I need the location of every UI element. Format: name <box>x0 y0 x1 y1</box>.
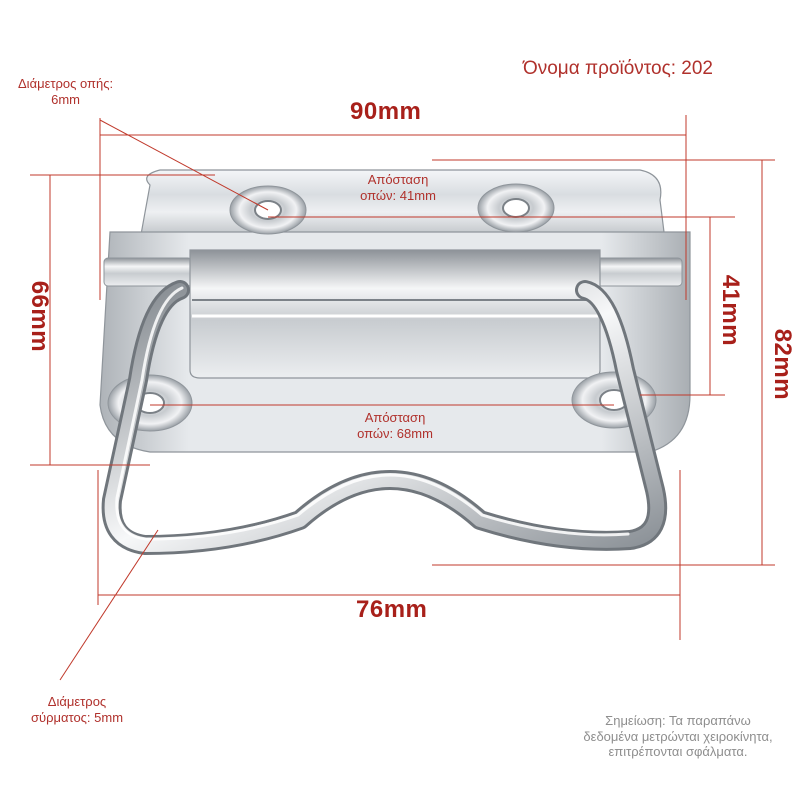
top-hole-spacing-label: Απόσταση οπών: 41mm <box>348 172 448 203</box>
overall-width-label: 90mm <box>350 98 422 125</box>
bottom-hole-spacing-line1: Απόσταση <box>364 410 426 425</box>
hole-diameter-label: Διάμετρος οπής: 6mm <box>18 76 113 107</box>
handle-width-label: 76mm <box>356 596 428 623</box>
wire-handle-shine <box>115 286 630 541</box>
measurement-note: Σημείωση: Τα παραπάνω δεδομένα μετρώνται… <box>573 713 783 760</box>
bottom-hole-spacing-line2: οπών: 68mm <box>357 425 433 441</box>
plate-height-label: 66mm <box>26 280 54 353</box>
product-name: Όνομα προϊόντος: 202 <box>523 58 713 79</box>
measurement-note-line1: Σημείωση: Τα παραπάνω <box>605 713 751 728</box>
top-hole-spacing-line1: Απόσταση <box>367 172 429 187</box>
top-hole-vertical-label: 41mm <box>717 274 745 347</box>
top-right-hole <box>477 183 555 233</box>
wire-handle-highlight <box>104 283 665 552</box>
wire-diameter-line1: Διάμετρος <box>47 694 107 709</box>
hole-diameter-line2: 6mm <box>51 91 81 107</box>
wire-diameter-line2: σύρματος: 5mm <box>30 709 124 725</box>
wire-diameter-label: Διάμετρος σύρματος: 5mm <box>22 694 132 725</box>
dimension-lines <box>30 115 775 681</box>
center-channel <box>189 249 601 379</box>
measurement-note-line2: δεδομένα μετρώνται χειροκίνητα, <box>583 728 773 744</box>
measurement-note-line3: επιτρέπονται σφάλματα. <box>608 744 748 760</box>
hole-diameter-line1: Διάμετρος οπής: <box>18 76 114 91</box>
overall-height-label: 82mm <box>769 328 797 401</box>
bottom-hole-spacing-label: Απόσταση οπών: 68mm <box>345 410 445 441</box>
right-tab <box>589 257 683 287</box>
top-hole-spacing-line2: οπών: 41mm <box>360 187 436 203</box>
